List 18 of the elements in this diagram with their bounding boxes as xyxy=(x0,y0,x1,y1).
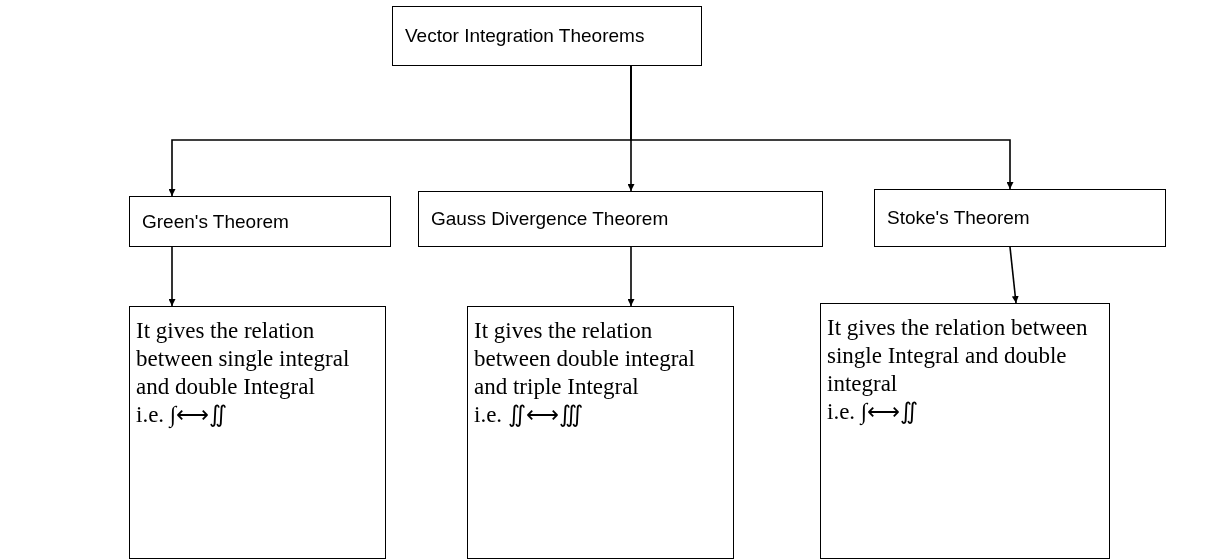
theorem-box xyxy=(129,196,391,247)
node-label: Gauss Divergence Theorem xyxy=(431,208,669,230)
arrow xyxy=(627,246,635,307)
description-box xyxy=(467,306,734,559)
description-box xyxy=(820,303,1110,559)
description-box xyxy=(129,306,386,559)
formula-text: i.e. ∬⟷∭ xyxy=(474,401,584,429)
node-label: Vector Integration Theorems xyxy=(405,25,645,47)
arrow xyxy=(1009,246,1019,304)
theorem-box xyxy=(418,191,823,247)
arrow xyxy=(168,246,176,307)
formula-text: i.e. ∫⟷∬ xyxy=(827,398,920,426)
arrow xyxy=(630,65,1014,190)
node-label: Green's Theorem xyxy=(142,210,289,233)
node-label: Stoke's Theorem xyxy=(887,207,1030,229)
theorem-box xyxy=(874,189,1166,247)
title-box xyxy=(392,6,702,66)
formula-text: i.e. ∫⟷∬ xyxy=(136,401,229,429)
